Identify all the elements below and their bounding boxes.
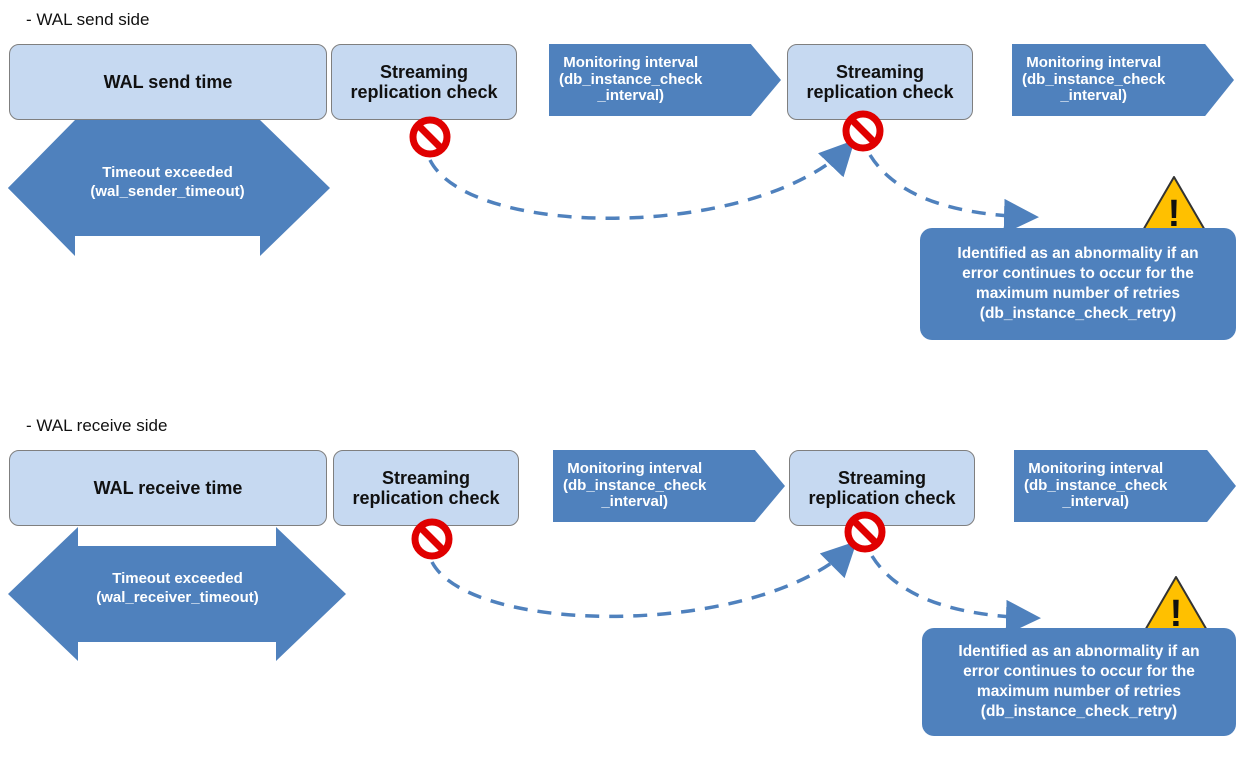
monitor-line: (db_instance_check (559, 70, 703, 88)
streaming-replication-check-box: Streaming replication check (333, 450, 519, 526)
monitor-line: _interval) (1062, 493, 1130, 511)
timeout-label: Timeout exceeded (wal_sender_timeout) (40, 164, 295, 202)
retry-arrow (428, 139, 855, 220)
timeout-label: Timeout exceeded (wal_receiver_timeout) (40, 570, 315, 608)
monitor-line: Monitoring interval (567, 459, 703, 477)
note-line: (db_instance_check_retry) (979, 305, 1177, 323)
timeout-double-arrow (8, 120, 330, 256)
note-line: maximum number of retries (976, 683, 1182, 700)
monitoring-interval-arrow: Monitoring interval (db_instance_check _… (1014, 450, 1236, 522)
escalate-arrow (870, 555, 1041, 635)
prohibited-icon (411, 518, 453, 560)
monitor-line: (db_instance_check (563, 476, 707, 494)
note-line: (db_instance_check_retry) (980, 703, 1178, 721)
escalate-arrow (868, 154, 1039, 234)
monitor-line: _interval) (1060, 87, 1128, 105)
monitoring-interval-arrow: Monitoring interval (db_instance_check _… (553, 450, 785, 522)
streaming-replication-check-box: Streaming replication check (331, 44, 517, 120)
note-line: error continues to occur for the (962, 264, 1194, 282)
timeout-line: Timeout exceeded (112, 570, 243, 587)
monitor-line: _interval) (601, 493, 669, 511)
prohibited-icon (844, 511, 886, 553)
note-line: Identified as an abnormality if an (958, 642, 1200, 660)
timeout-line: Timeout exceeded (102, 164, 233, 181)
warning-triangle-icon: ! (1141, 176, 1207, 235)
monitor-line: (db_instance_check (1024, 476, 1168, 494)
flow-overlay: ! (409, 110, 1207, 235)
prohibited-icon (842, 110, 884, 152)
monitor-line: Monitoring interval (1028, 459, 1164, 477)
monitor-line: (db_instance_check (1022, 70, 1166, 88)
timeout-double-arrow (8, 527, 346, 661)
wal-send-time-box: WAL send time (9, 44, 327, 120)
streaming-replication-check-box: Streaming replication check (789, 450, 975, 526)
timeout-param: (wal_receiver_timeout) (96, 588, 259, 606)
note-line: Identified as an abnormality if an (957, 244, 1199, 262)
wal-receive-time-box: WAL receive time (9, 450, 327, 526)
timeout-param: (wal_sender_timeout) (90, 182, 245, 200)
monitoring-interval-arrow: Monitoring interval (db_instance_check _… (549, 44, 781, 116)
section-title: - WAL receive side (26, 416, 168, 435)
wal-receive-side-section: - WAL receive side WAL receive time Time… (0, 406, 1239, 777)
note-line: maximum number of retries (975, 285, 1181, 302)
monitor-line: Monitoring interval (1026, 53, 1162, 71)
monitor-line: Monitoring interval (563, 53, 699, 71)
section-title: - WAL send side (26, 10, 150, 29)
svg-text:!: ! (1170, 593, 1183, 635)
streaming-replication-check-box: Streaming replication check (787, 44, 973, 120)
monitoring-interval-arrow: Monitoring interval (db_instance_check _… (1012, 44, 1234, 116)
abnormality-note: Identified as an abnormality if an error… (922, 628, 1236, 736)
retry-arrow (430, 541, 857, 619)
note-line: error continues to occur for the (963, 662, 1195, 680)
svg-text:!: ! (1168, 193, 1181, 235)
abnormality-note: Identified as an abnormality if an error… (920, 228, 1236, 340)
wal-send-side-section: - WAL send side WAL send time Timeout ex… (0, 0, 1239, 371)
monitor-line: _interval) (597, 87, 665, 105)
warning-triangle-icon: ! (1143, 576, 1209, 635)
prohibited-icon (409, 116, 451, 158)
flow-overlay: ! (411, 511, 1209, 635)
